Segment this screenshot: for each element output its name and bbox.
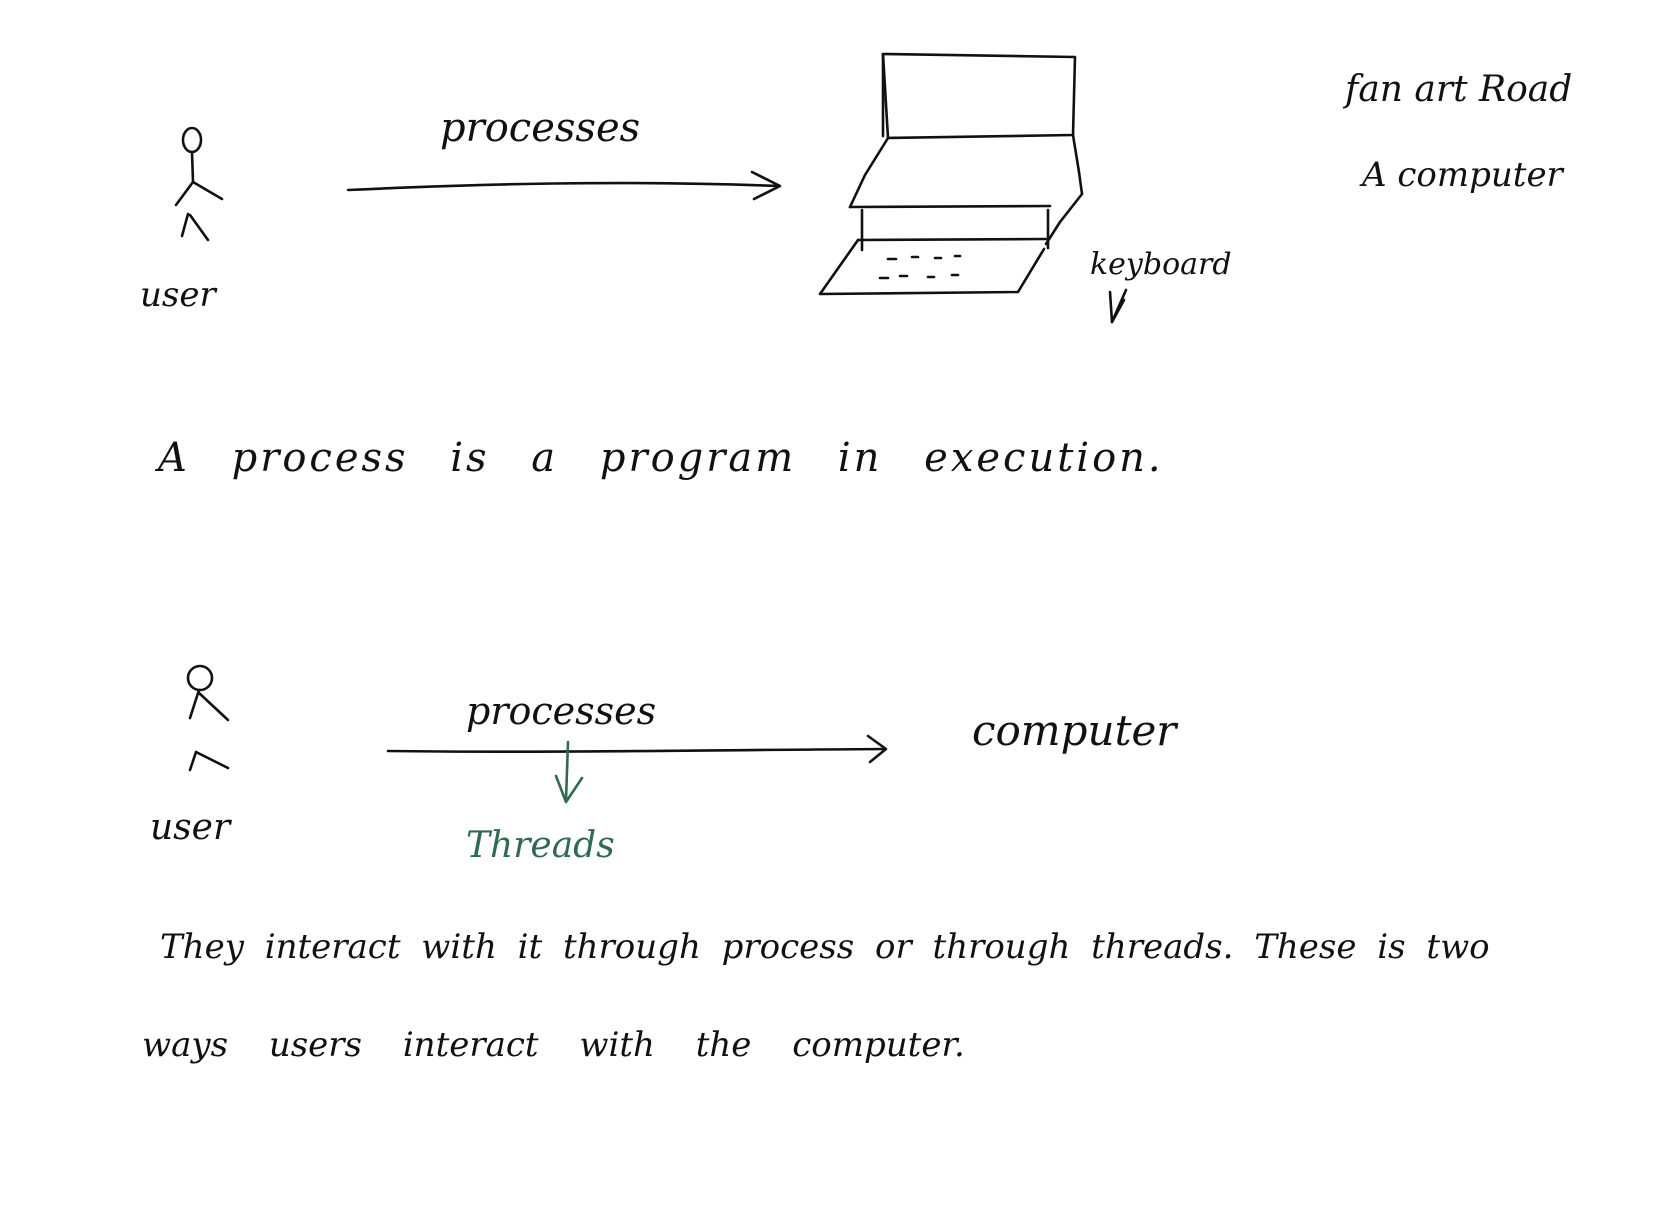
top-note-line1: fan art Road — [1345, 69, 1573, 110]
threads-label: Threads — [466, 825, 615, 866]
bottom-user-figure-icon — [186, 664, 230, 772]
laptop-icon — [818, 52, 1084, 296]
bottom-arrow-label: processes — [466, 689, 657, 733]
bottom-user-label: user — [150, 807, 231, 848]
computer-label: computer — [972, 706, 1177, 755]
explanation-line-1: They interact with it through process or… — [160, 927, 1490, 967]
top-user-figure-icon — [174, 126, 224, 242]
keyboard-label: keyboard — [1090, 247, 1232, 282]
keyboard-pointer-arrow — [1108, 288, 1128, 324]
bottom-processes-arrow — [386, 734, 888, 764]
top-processes-arrow — [346, 170, 782, 201]
explanation-line-2: ways users interact with the computer. — [142, 1025, 965, 1065]
threads-branch-arrow — [554, 740, 584, 804]
top-user-label: user — [140, 275, 216, 315]
top-note-line2: A computer — [1362, 155, 1563, 195]
process-definition-text: A process is a program in execution. — [158, 435, 1164, 481]
top-arrow-label: processes — [440, 105, 641, 151]
